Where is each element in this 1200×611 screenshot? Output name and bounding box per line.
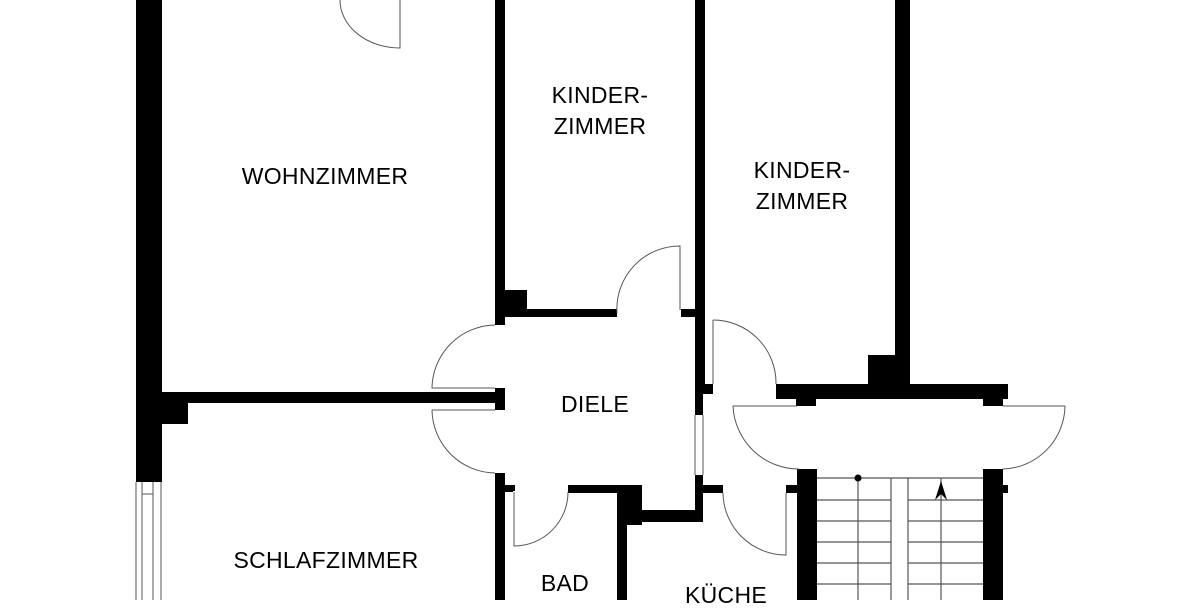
room-label-schlafzimmer: SCHLAFZIMMER (233, 547, 419, 573)
room-label-bad: BAD (540, 570, 590, 596)
doors (339, 0, 1066, 556)
room-label-kueche: KÜCHE (684, 582, 767, 608)
window-schlafzimmer (135, 482, 162, 600)
staircase (817, 477, 983, 600)
walls (136, 0, 1008, 600)
stair-direction-arrow-icon (935, 481, 947, 500)
room-label-kinderzimmer-1: KINDER- ZIMMER (551, 82, 649, 139)
room-label-wohnzimmer: WOHNZIMMER (241, 163, 409, 189)
stair-start-dot-icon (854, 474, 862, 482)
room-label-kinderzimmer-2: KINDER- ZIMMER (753, 157, 851, 214)
room-label-diele: DIELE (561, 391, 629, 417)
